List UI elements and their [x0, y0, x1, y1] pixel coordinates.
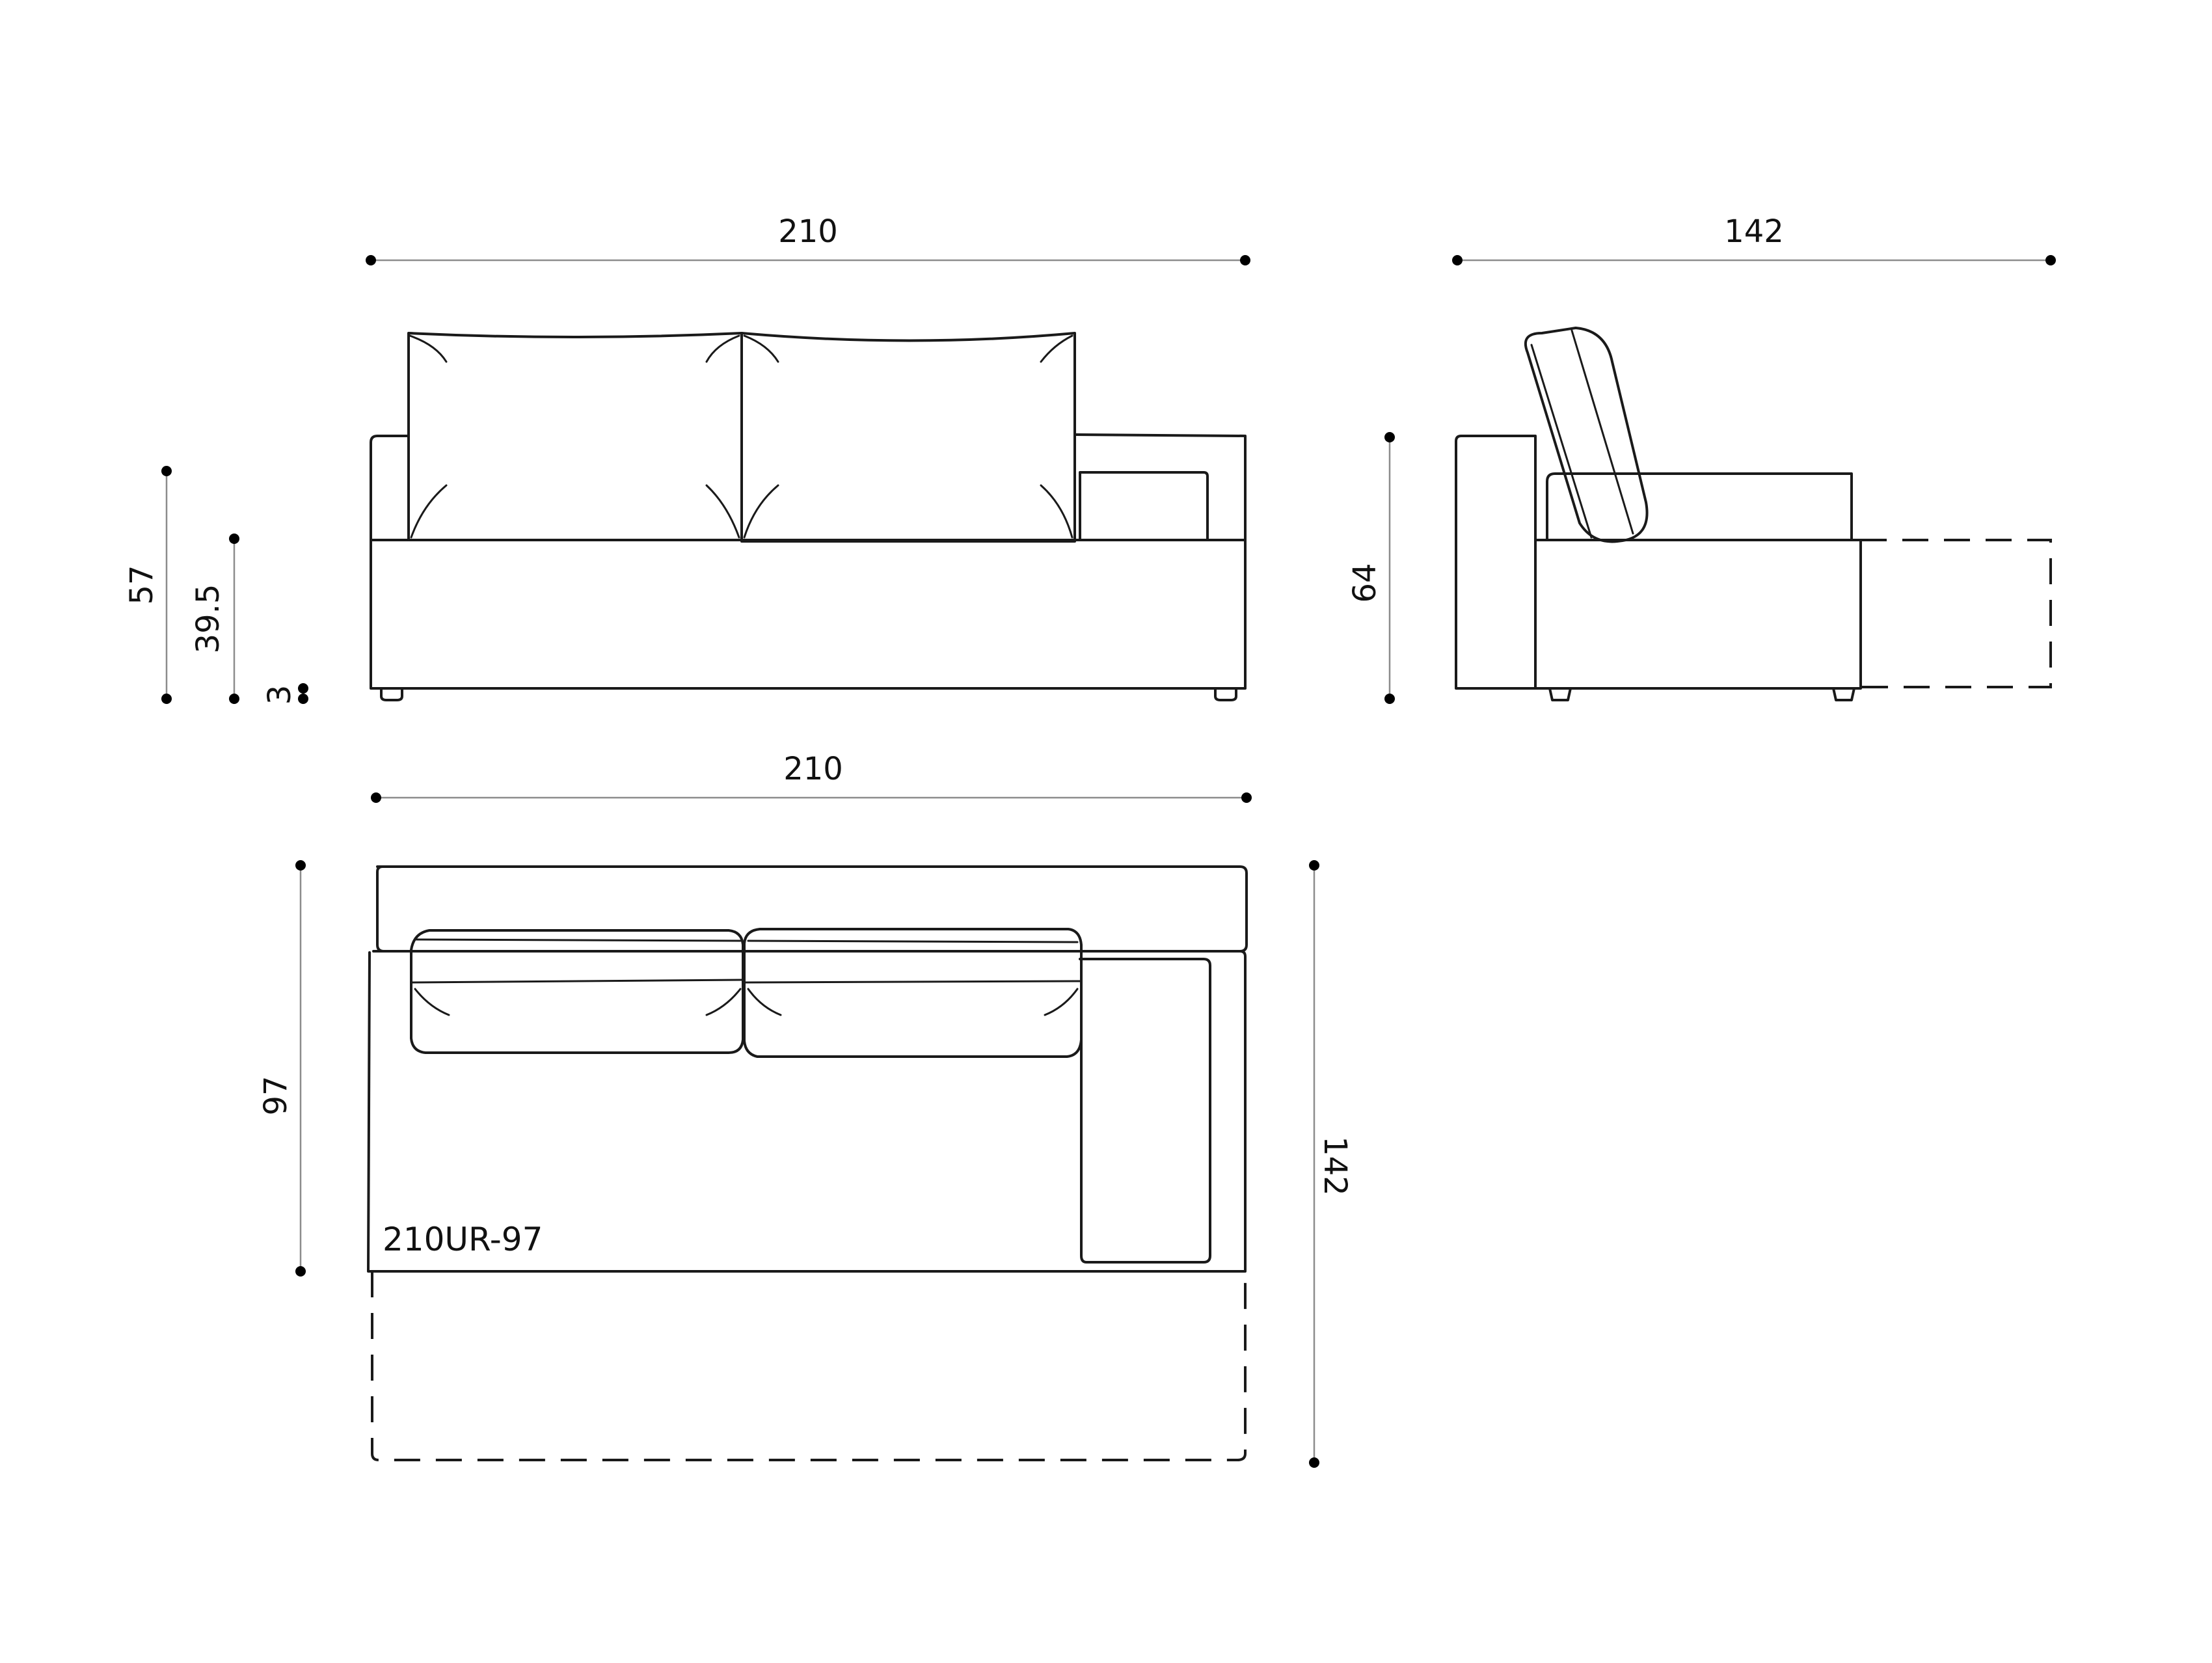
- dimension-endpoint: [1309, 860, 1319, 871]
- dimension-endpoint: [161, 466, 172, 476]
- side-cushion-seam: [1571, 329, 1634, 535]
- dimension-side-depth: 142: [1452, 213, 2056, 265]
- front-chaise-cushion: [1079, 471, 1209, 541]
- front-leg: [1214, 687, 1237, 701]
- dimension-endpoint: [161, 694, 172, 704]
- side-arm: [1455, 435, 1537, 690]
- top-width-label: 210: [783, 751, 843, 787]
- front-cushion-fold: [410, 484, 448, 539]
- front-left-arm: [370, 435, 410, 541]
- front-chaise-top: [1073, 433, 1247, 541]
- side-base: [1534, 539, 1862, 690]
- side-back-cushion: [1524, 327, 1649, 543]
- dimension-endpoint: [1384, 432, 1395, 442]
- dimension-overall-height: 57: [124, 466, 172, 704]
- top-body: [367, 950, 1247, 1273]
- side-seat-back: [1546, 472, 1853, 541]
- model-code: 210UR-97: [383, 1221, 543, 1258]
- dimension-endpoint: [295, 860, 306, 871]
- side-leg: [1832, 687, 1855, 701]
- front-cushion-fold: [743, 334, 779, 363]
- dimension-endpoint: [1241, 792, 1252, 803]
- dimension-endpoint: [371, 792, 381, 803]
- top-chaise: [1079, 958, 1211, 1264]
- top-cushion-seam: [415, 938, 742, 942]
- closed-depth-label: 97: [258, 1075, 294, 1115]
- dimension-leg-height: 3: [262, 683, 308, 705]
- dimension-top-width: 210: [371, 751, 1252, 803]
- front-cushion-fold: [409, 334, 448, 363]
- dimension-endpoint: [1240, 255, 1250, 265]
- top-backrest: [376, 865, 1248, 953]
- dimension-front-width: 210: [366, 213, 1250, 265]
- dimension-endpoint: [229, 694, 239, 704]
- front-leg: [380, 687, 403, 701]
- side-extension-outline: [1861, 539, 2052, 688]
- front-cushion-fold: [705, 484, 740, 539]
- dimension-endpoint: [2045, 255, 2056, 265]
- front-cushion-fold: [743, 484, 779, 539]
- dimension-extended-depth: 142: [1309, 860, 1353, 1468]
- top-cushion-seam: [747, 940, 1079, 943]
- top-cushion-right: [743, 928, 1083, 1058]
- top-cushion-fold: [1044, 988, 1079, 1016]
- dimension-endpoint: [1384, 694, 1395, 704]
- side-cushion-seam: [1530, 344, 1593, 539]
- front-base: [370, 539, 1247, 690]
- top-cushion-fold: [705, 988, 742, 1016]
- top-cushion-seam: [744, 980, 1081, 984]
- seat-height-label: 39.5: [190, 584, 226, 654]
- top-extension-outline: [371, 1271, 1247, 1461]
- side-view: [1455, 327, 2052, 701]
- top-cushion-left: [410, 929, 744, 1054]
- overall-height-label: 57: [124, 565, 160, 604]
- side-height-label: 64: [1347, 563, 1383, 602]
- side-depth-label: 142: [1724, 213, 1784, 250]
- top-view: 210UR-97: [367, 865, 1248, 1461]
- dimension-closed-depth: 97: [258, 860, 306, 1277]
- dimension-endpoint: [366, 255, 376, 265]
- dimension-endpoint: [229, 534, 239, 544]
- side-leg: [1548, 687, 1572, 701]
- dimension-endpoint: [1452, 255, 1463, 265]
- top-cushion-seam: [411, 979, 744, 984]
- top-cushion-fold: [414, 988, 450, 1016]
- front-back-cushion-right: [740, 332, 1076, 543]
- front-cushion-fold: [1040, 484, 1073, 539]
- front-view: [370, 332, 1247, 701]
- dimension-seat-height: 39.5: [190, 534, 239, 704]
- dimension-endpoint: [298, 683, 308, 694]
- dimension-endpoint: [1309, 1457, 1319, 1468]
- leg-height-label: 3: [262, 685, 298, 705]
- front-back-cushion-left: [407, 332, 743, 541]
- front-cushion-fold: [705, 334, 740, 363]
- front-cushion-fold: [1040, 334, 1073, 363]
- extended-depth-label: 142: [1317, 1136, 1353, 1196]
- dimension-side-height: 64: [1347, 432, 1395, 704]
- front-width-label: 210: [778, 213, 838, 250]
- dimension-endpoint: [295, 1266, 306, 1277]
- top-cushion-fold: [747, 988, 782, 1016]
- dimension-endpoint: [298, 694, 308, 704]
